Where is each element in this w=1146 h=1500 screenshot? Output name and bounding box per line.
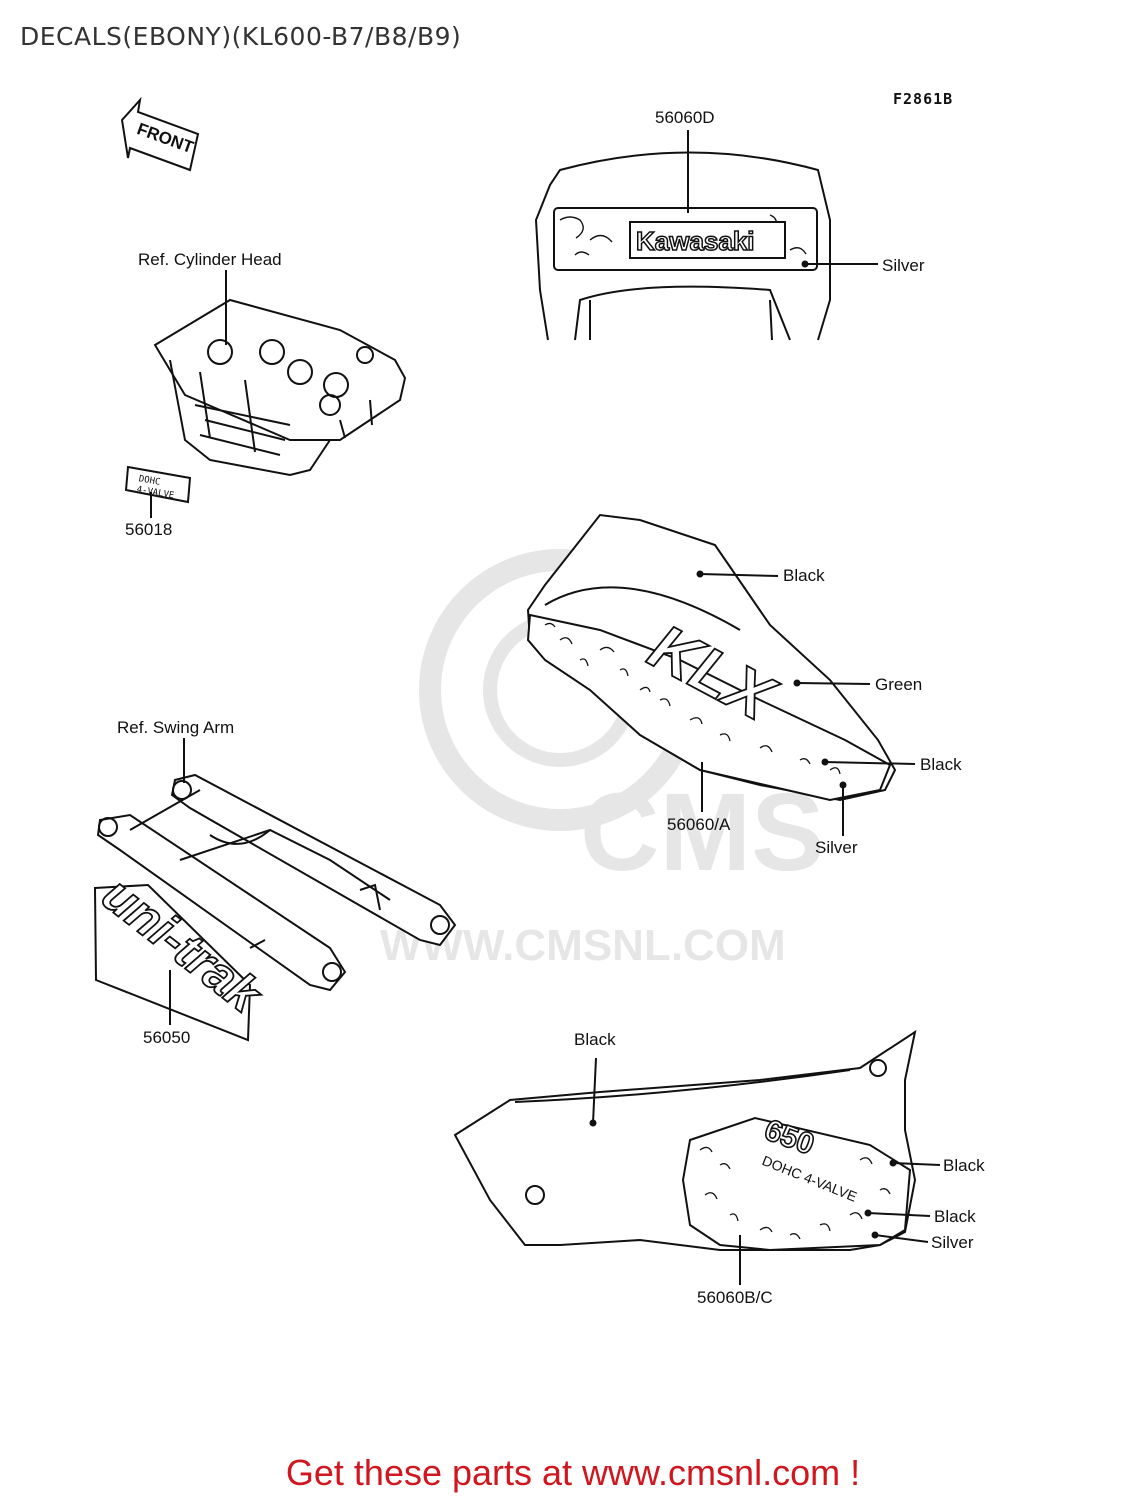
color-label-cover-black-3: Black	[934, 1207, 976, 1226]
part-number-56018: 56018	[125, 520, 173, 539]
footer-link[interactable]: Get these parts at www.cmsnl.com !	[285, 1452, 861, 1493]
color-label-fairing-black-1: Black	[783, 566, 825, 585]
color-label-cover-silver: Silver	[931, 1233, 974, 1252]
figure-code: F2861B	[893, 90, 954, 108]
color-label-fairing-silver: Silver	[815, 838, 858, 857]
decal-56018-text-1: DOHC	[138, 474, 161, 488]
color-label-cover-black-2: Black	[943, 1156, 985, 1175]
part-number-56060bc: 56060B/C	[697, 1288, 773, 1307]
color-label-56060d-silver: Silver	[882, 256, 925, 275]
headlight-cowl	[534, 151, 831, 341]
part-number-56050: 56050	[143, 1028, 191, 1047]
leader-fairing-black-1	[699, 573, 779, 577]
leader-cover-black-2	[892, 1162, 941, 1166]
color-label-fairing-green: Green	[875, 675, 923, 694]
leader-cover-silver	[874, 1234, 929, 1243]
front-arrow-icon: FRONT	[120, 96, 200, 172]
ref-swing-arm: Ref. Swing Arm	[117, 718, 235, 737]
leader-fairing-green	[796, 682, 871, 685]
part-number-56060a: 56060/A	[667, 815, 731, 834]
page-title: DECALS(EBONY)(KL600-B7/B8/B9)	[20, 22, 462, 51]
decal-56060bc: 650 DOHC 4-VALVE	[681, 1113, 912, 1252]
ref-cylinder-head: Ref. Cylinder Head	[138, 250, 282, 269]
decal-56018: DOHC 4-VALVE	[124, 465, 192, 504]
leader-cover-black-1	[592, 1057, 597, 1124]
leader-cover-black-3	[867, 1212, 931, 1217]
leader-fairing-black-2	[824, 761, 916, 765]
swing-arm	[96, 773, 457, 992]
color-label-cover-black-1: Black	[574, 1030, 616, 1049]
color-label-fairing-black-2: Black	[920, 755, 962, 774]
decal-56060d: Kawasaki	[553, 207, 818, 271]
decal-56060d-text: Kawasaki	[636, 226, 755, 256]
part-number-56060d: 56060D	[655, 108, 715, 127]
cylinder-head	[153, 298, 407, 477]
watermark-brand: CMS	[580, 771, 820, 894]
